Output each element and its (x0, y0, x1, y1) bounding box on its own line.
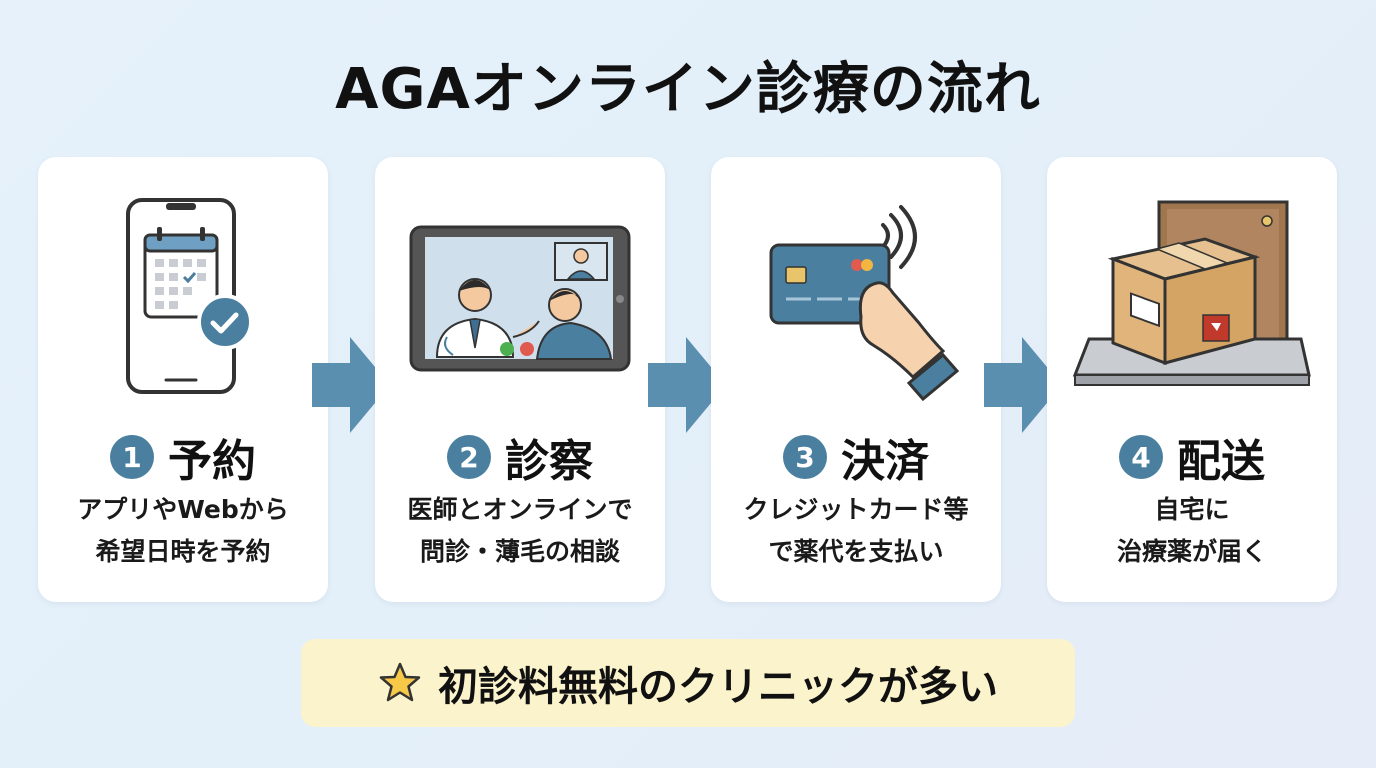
arrow-right-icon (984, 337, 1062, 433)
free-consultation-banner: 初診料無料のクリニックが多い (301, 639, 1075, 727)
step-number-badge: 3 (783, 435, 827, 479)
step-title: 決済 (841, 436, 929, 487)
arrow-right-icon (648, 337, 726, 433)
step-number-badge: 4 (1119, 435, 1163, 479)
step-description: 自宅に 治療薬が届く (1047, 489, 1337, 573)
smartphone-calendar-icon (126, 198, 253, 394)
package-delivery-icon (1072, 200, 1311, 386)
step-description-line: 自宅に (1154, 495, 1230, 524)
star-icon (379, 662, 421, 702)
step-description-line: 治療薬が届く (1116, 537, 1267, 566)
step-heading: 3 決済 (711, 425, 1001, 489)
step-number-badge: 1 (110, 435, 154, 479)
step-title: 予約 (168, 436, 256, 487)
arrow-right-icon (312, 337, 390, 433)
step-description-line: クレジットカード等 (743, 495, 969, 524)
step-card-payment: 3 決済 クレジットカード等 で薬代を支払い (711, 157, 1001, 602)
step-card-delivery: 4 配送 自宅に 治療薬が届く (1047, 157, 1337, 602)
step-description-line: 医師とオンラインで (407, 495, 633, 524)
page-title: AGAオンライン診療の流れ (335, 57, 1041, 122)
step-description: 医師とオンラインで 問診・薄毛の相談 (375, 489, 665, 573)
tablet-video-call-icon (409, 225, 631, 372)
step-number-badge: 2 (447, 435, 491, 479)
step-description-line: 問診・薄毛の相談 (419, 537, 620, 566)
step-description-line: 希望日時を予約 (95, 537, 271, 566)
step-description-line: アプリやWebから (77, 495, 289, 524)
step-description-line: で薬代を支払い (768, 537, 944, 566)
step-heading: 4 配送 (1047, 425, 1337, 489)
step-title: 配送 (1177, 436, 1265, 487)
step-card-reservation: 1 予約 アプリやWebから 希望日時を予約 (38, 157, 328, 602)
step-card-consultation: 2 診察 医師とオンラインで 問診・薄毛の相談 (375, 157, 665, 602)
credit-card-payment-icon (769, 205, 960, 402)
step-description: アプリやWebから 希望日時を予約 (38, 489, 328, 573)
banner-text: 初診料無料のクリニックが多い (438, 664, 998, 710)
step-heading: 2 診察 (375, 425, 665, 489)
step-description: クレジットカード等 で薬代を支払い (711, 489, 1001, 573)
step-heading: 1 予約 (38, 425, 328, 489)
step-title: 診察 (505, 436, 593, 487)
